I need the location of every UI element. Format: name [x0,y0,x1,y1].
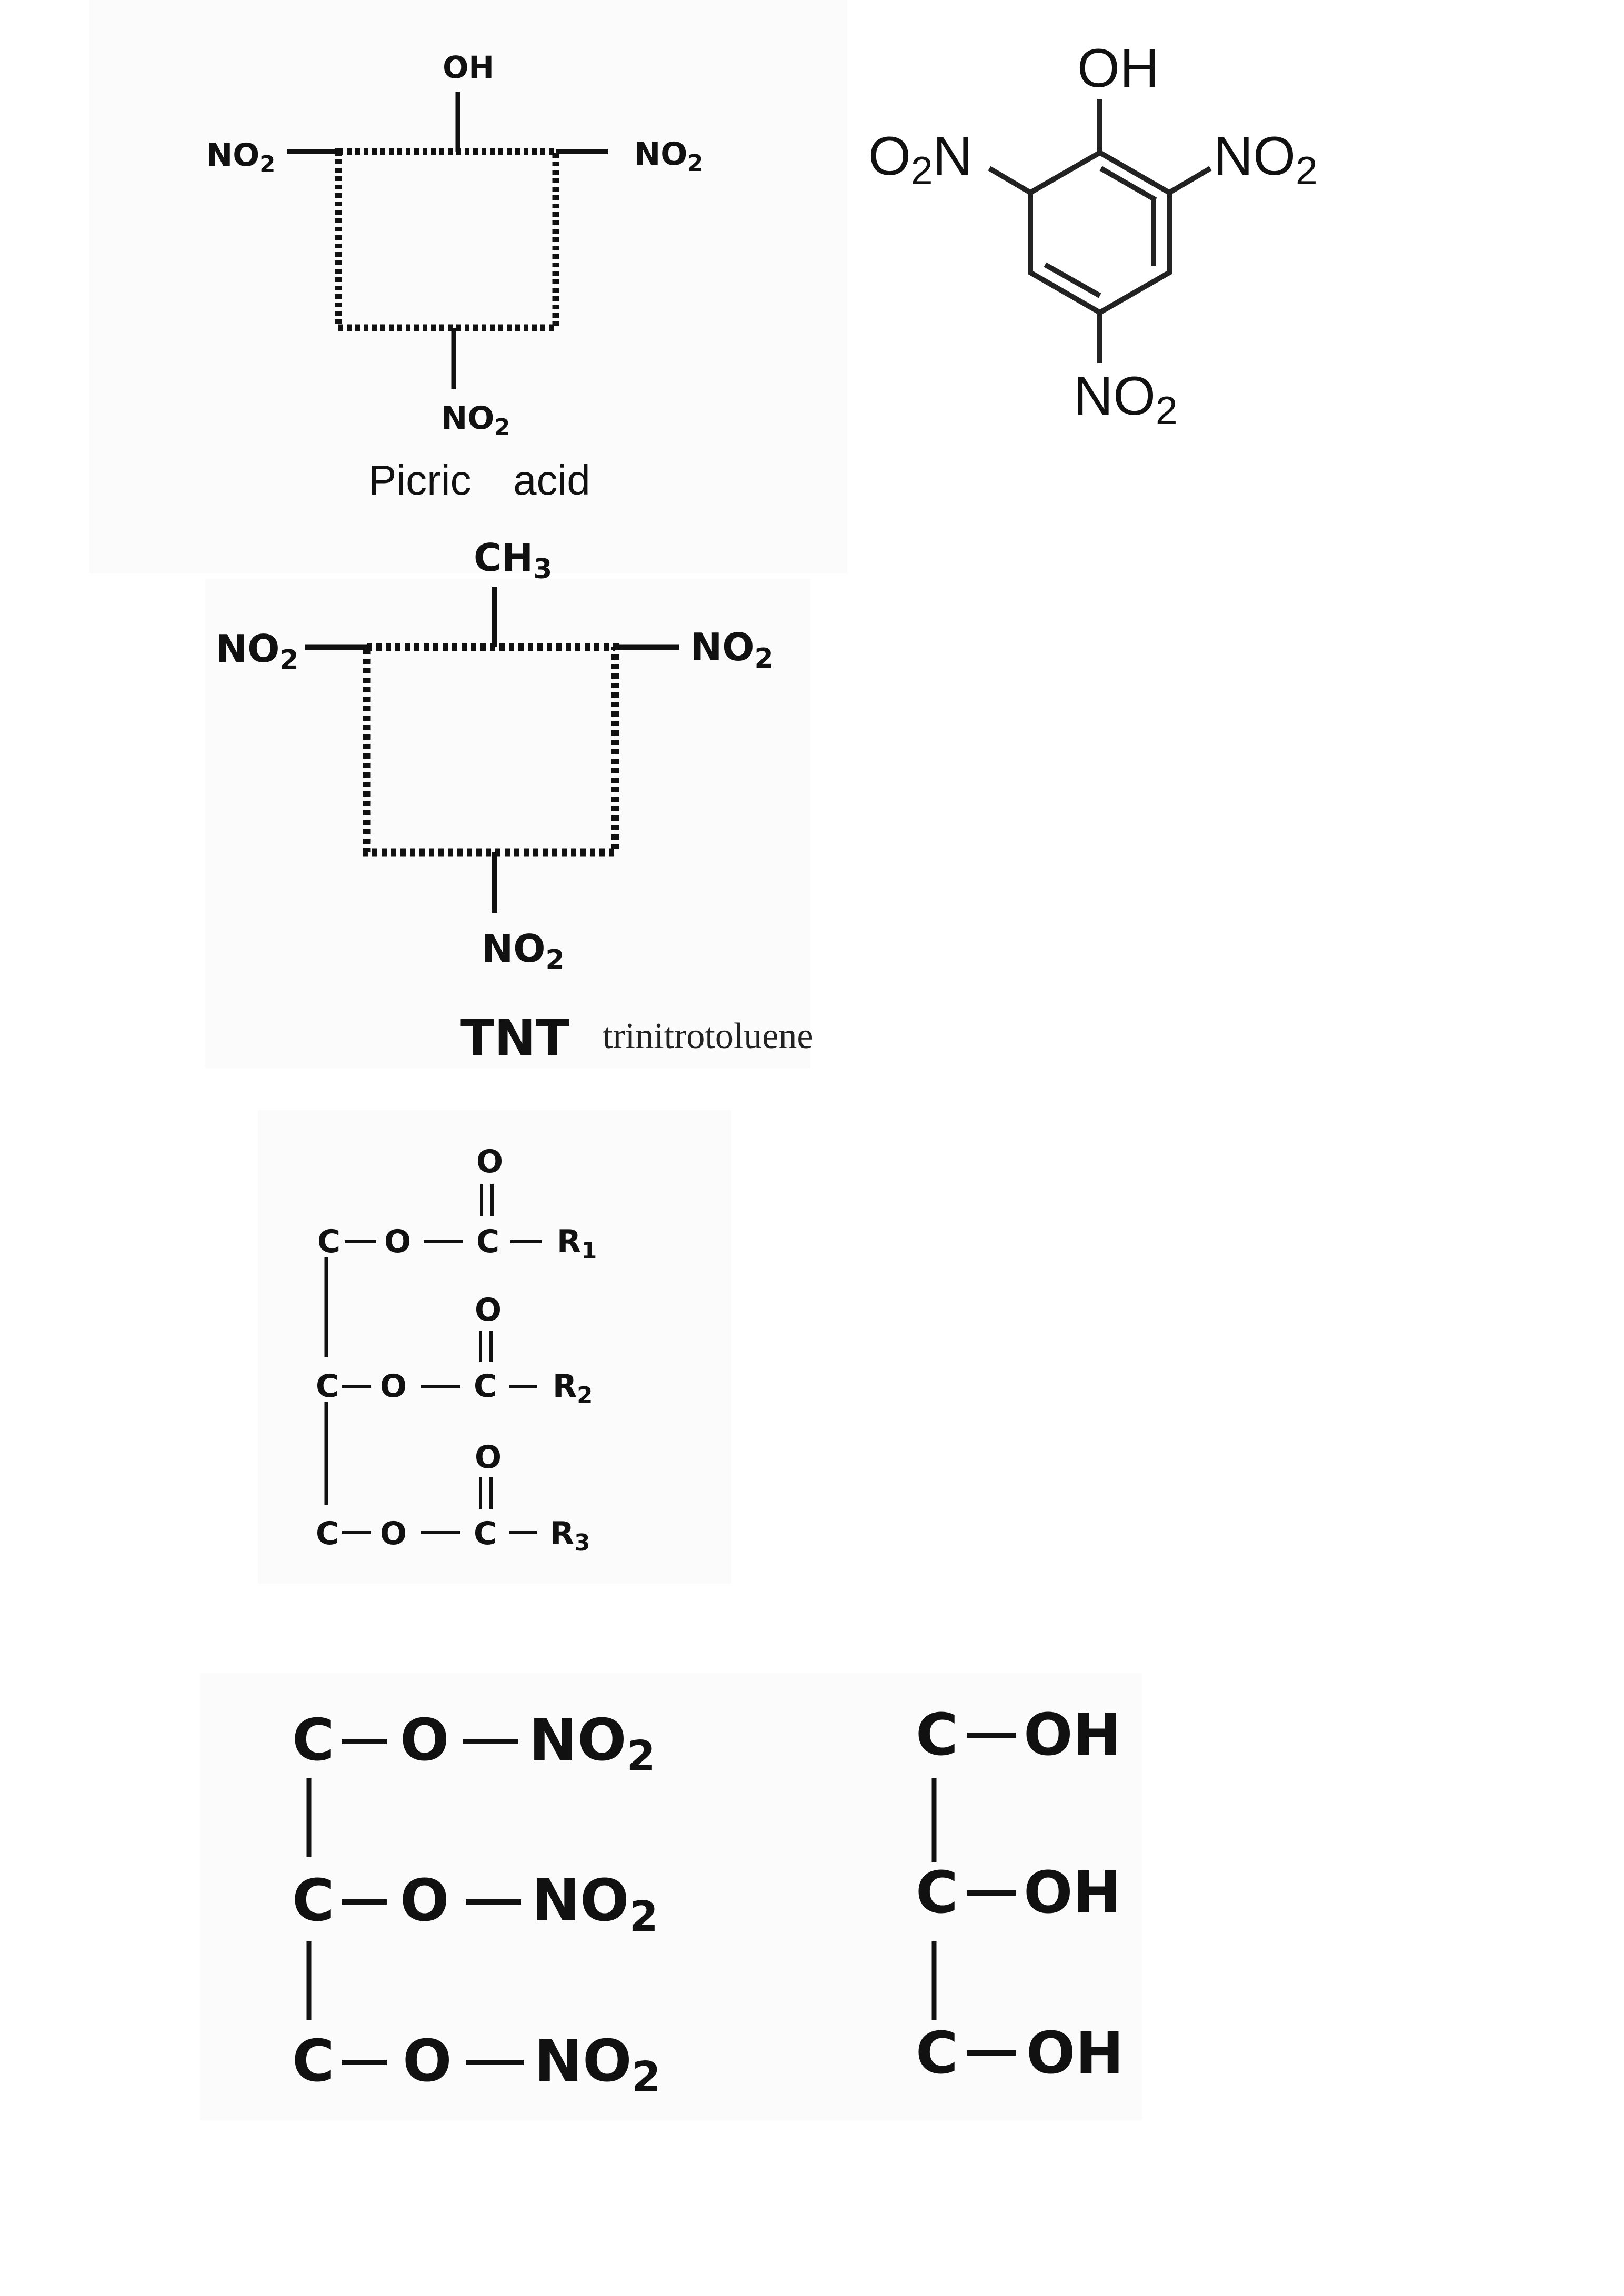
triglyceride-structure: C O C O R1 C O C O R2 [316,1143,597,1556]
carbon-label: C [916,1859,958,1926]
oxygen-label: O [384,1223,411,1260]
top-substituent: OH [443,49,494,85]
hydroxyl-row-2: C OH [916,1859,1121,1926]
r-group-label: R1 [557,1223,597,1264]
tnt-abbr: TNT [460,1010,569,1067]
carbonyl-oxygen-label: O [475,1292,502,1328]
nitrate-row-2: C O NO2 [292,1867,658,1941]
no2-label: NO2 [532,1867,658,1941]
o2n-label: O2N [868,126,973,193]
caption-picric: Picric [368,457,472,503]
bond-no2-right [1168,166,1212,195]
carbon-label: C [292,1867,335,1934]
oxygen-label: O [380,1515,407,1552]
tnt-schematic: CH3 NO2 NO2 NO2 TNT trinitrotoluene [216,536,813,1067]
caption-acid: acid [513,457,590,503]
bottom-no2-label: NO2 [482,927,565,976]
oxygen-label: O [380,1368,407,1405]
carbon-label: C [316,1515,339,1552]
carbonyl-carbon-label: C [476,1223,499,1260]
background-panels [89,0,1142,2120]
inner-double-bond-1 [1099,166,1157,203]
carbonyl-carbon-label: C [474,1368,497,1405]
picric-acid-schematic: OH NO2 NO2 NO2 Picric acid [206,49,703,503]
carbon-label: C [292,1706,335,1774]
hydroxyl-row-1: C OH [916,1701,1121,1768]
r-group-label: R2 [553,1368,593,1409]
ch3-label: CH3 [474,536,552,585]
ester-row-3: C O C O R3 [316,1439,590,1556]
picric-acid-structure-labels: OH O2N NO2 NO2 [868,38,1318,432]
r-group-label: R3 [550,1515,590,1556]
no2-bottom-label: NO2 [1074,366,1178,432]
oxygen-label: O [403,2027,452,2094]
right-no2-label: NO2 [690,625,774,674]
nitrate-row-3: C O NO2 [292,2027,661,2101]
left-substituent: NO2 [206,137,275,178]
inner-double-bond-3 [1044,262,1101,298]
schematic-ring [363,643,619,857]
oxygen-label: O [400,1706,449,1774]
no2-right-label: NO2 [1214,126,1318,193]
ester-row-2: C O C O R2 [316,1292,593,1409]
schematic-ring [335,148,559,331]
carbonyl-oxygen-label: O [475,1439,502,1476]
bottom-substituent: NO2 [441,400,510,441]
oh-label: OH [1024,1859,1121,1926]
carbonyl-oxygen-label: O [476,1143,503,1180]
nitroglycerin-structure: C O NO2 C O NO2 C O NO2 [292,1706,661,2101]
nitrate-row-1: C O NO2 [292,1706,656,1780]
carbon-label: C [316,1368,339,1405]
carbon-label: C [317,1223,340,1260]
right-substituent: NO2 [634,136,703,177]
oxygen-label: O [400,1867,449,1934]
hydroxyl-row-3: C OH [916,2019,1124,2087]
picric-acid-structure [988,99,1212,363]
ester-row-1: C O C O R1 [317,1143,597,1264]
carbon-label: C [292,2027,335,2094]
oh-label: OH [1077,38,1159,99]
oh-label: OH [1026,2019,1124,2087]
carbonyl-carbon-label: C [474,1515,497,1552]
left-no2-label: NO2 [216,627,299,676]
no2-label: NO2 [534,2027,661,2101]
carbon-label: C [916,1701,958,1768]
tnt-name: trinitrotoluene [603,1016,813,1056]
no2-label: NO2 [529,1706,656,1780]
oh-label: OH [1024,1701,1121,1768]
bond-o2n [988,166,1032,195]
benzene-ring [1028,149,1172,316]
glycerol-structure: C OH C OH C OH [916,1701,1124,2087]
carbon-label: C [916,2019,958,2087]
